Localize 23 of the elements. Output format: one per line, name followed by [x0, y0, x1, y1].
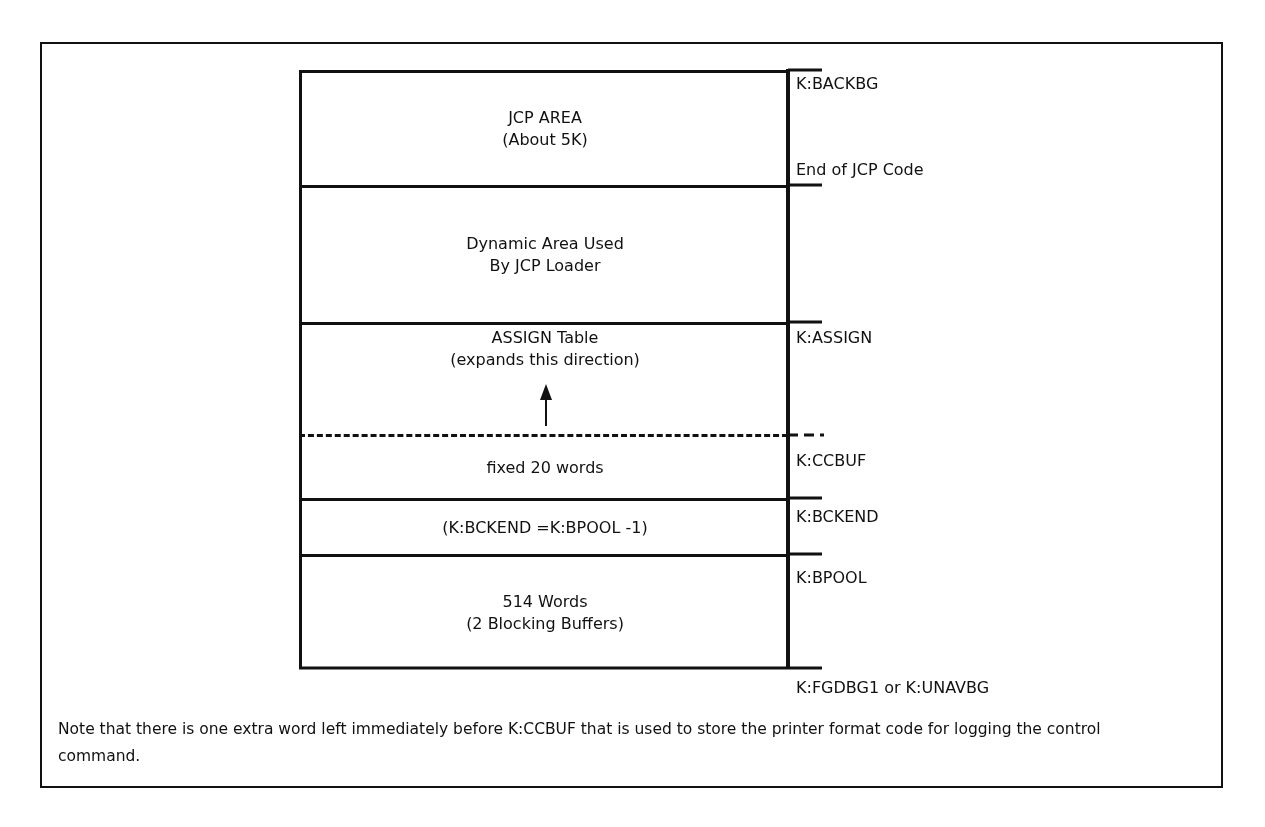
memory-region: [299, 70, 788, 185]
memory-region: [299, 554, 788, 668]
address-label: K:BACKBG: [796, 74, 879, 93]
region-text: ASSIGN Table: [491, 327, 599, 349]
region-text: (expands this direction): [450, 349, 640, 371]
region-text: fixed 20 words: [486, 456, 604, 479]
region-text: 514 Words: [502, 590, 588, 613]
region-text: (About 5K): [502, 129, 588, 151]
memory-region: [299, 322, 788, 434]
address-label: End of JCP Code: [796, 160, 924, 179]
memory-region: [299, 434, 788, 498]
address-label: K:BPOOL: [796, 568, 867, 587]
region-text: JCP AREA: [508, 107, 582, 129]
region-text: (2 Blocking Buffers): [466, 612, 624, 635]
memory-region: [299, 498, 788, 554]
address-label: K:ASSIGN: [796, 328, 873, 347]
address-label: K:CCBUF: [796, 451, 867, 470]
note-text: Note that there is one extra word left immediately before K:CCBUF that is used to store the printer format code for logging the control command.: [58, 719, 1102, 767]
region-text: Dynamic Area Used By JCP Loader: [465, 233, 625, 277]
memory-region: [299, 185, 788, 322]
address-label: K:BCKEND: [796, 507, 879, 526]
region-text: (K:BCKEND =K:BPOOL -1): [442, 516, 648, 539]
address-label: K:FGDBG1 or K:UNAVBG: [796, 678, 990, 697]
